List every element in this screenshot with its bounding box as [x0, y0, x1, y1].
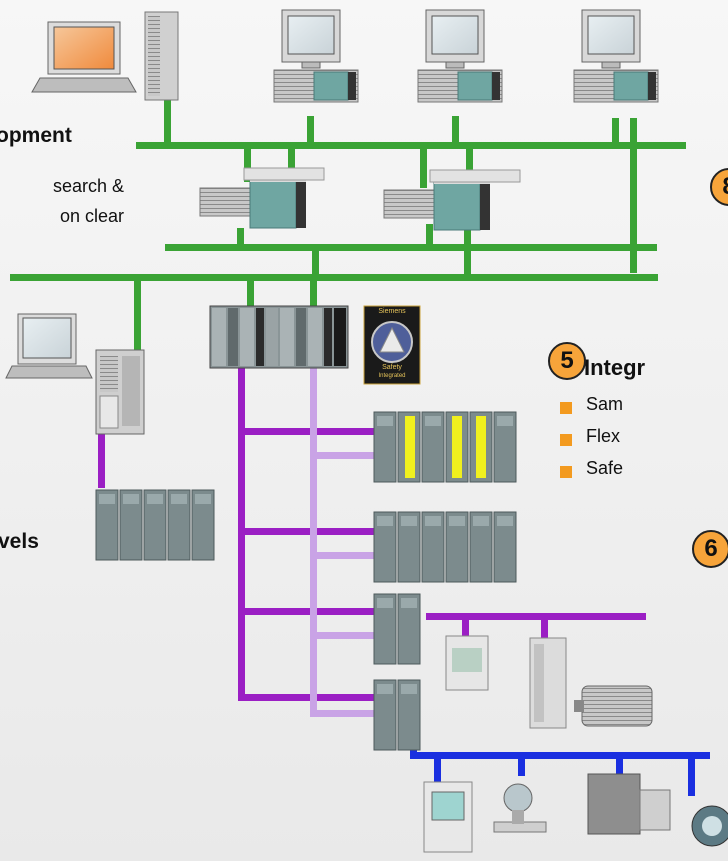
- bullet-item-2: Flex: [586, 426, 621, 446]
- operator-station-2[interactable]: [417, 9, 503, 103]
- io-station-drives[interactable]: [373, 593, 421, 665]
- safety-logo-line-2: Safety: [382, 364, 402, 371]
- flow-meter[interactable]: [493, 783, 547, 833]
- development-line-1: search &: [52, 176, 124, 196]
- io-station-fieldbus[interactable]: [373, 679, 421, 751]
- development-line-2: on clear: [59, 206, 124, 226]
- engineering-station[interactable]: [31, 11, 179, 101]
- field-device-display[interactable]: [423, 781, 473, 853]
- server-1[interactable]: [199, 167, 332, 229]
- development-heading: opment: [0, 124, 72, 147]
- levels-heading: vels: [0, 530, 39, 553]
- safety-logo-line-3: Integrated: [378, 373, 406, 379]
- safety-integrated-logo: [363, 305, 421, 385]
- ethernet-bus: [10, 96, 686, 352]
- server-2[interactable]: [383, 169, 521, 231]
- io-station-safety[interactable]: [373, 411, 517, 483]
- bullet-item-1: Sam: [586, 394, 624, 414]
- operator-station-3[interactable]: [573, 9, 659, 103]
- controller-rack[interactable]: [209, 305, 349, 369]
- field-pc[interactable]: [5, 313, 145, 435]
- bullet-marker-1: [560, 402, 572, 414]
- operator-station-1[interactable]: [273, 9, 359, 103]
- bullet-marker-3: [560, 466, 572, 478]
- safety-logo-line-1: Siemens: [378, 308, 406, 315]
- motor[interactable]: [574, 685, 653, 727]
- bullet-item-3: Safe: [586, 458, 624, 478]
- profisafe-bus: [310, 366, 376, 717]
- transmitter[interactable]: [691, 805, 728, 847]
- integration-heading: Integr: [584, 355, 646, 380]
- drive-controller[interactable]: [445, 635, 489, 691]
- valve-actuator[interactable]: [587, 773, 671, 835]
- badge-5: 5: [548, 342, 586, 380]
- io-station-left[interactable]: [95, 489, 215, 561]
- io-station-standard[interactable]: [373, 511, 517, 583]
- badge-6: 6: [692, 530, 728, 568]
- bullet-marker-2: [560, 434, 572, 446]
- frequency-converter[interactable]: [529, 637, 567, 729]
- profibus-bus: [98, 366, 646, 701]
